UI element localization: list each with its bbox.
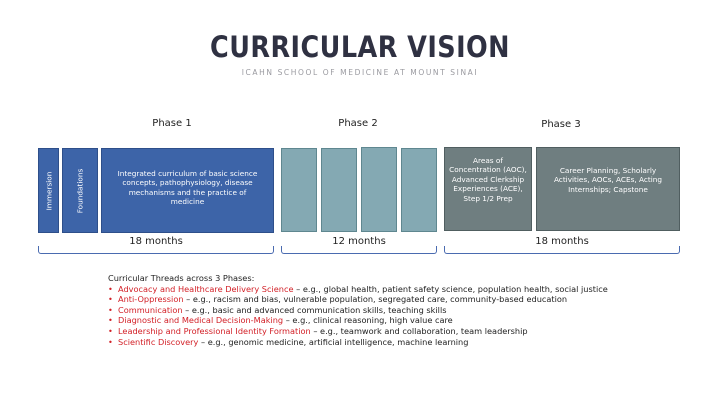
- phase-2-block: [401, 148, 437, 232]
- integrated-curriculum-block: Integrated curriculum of basic science c…: [101, 148, 274, 233]
- thread-name: Anti-Oppression: [118, 294, 184, 305]
- career-planning-block: Career Planning, Scholarly Activities, A…: [536, 147, 680, 231]
- thread-name: Leadership and Professional Identity For…: [118, 325, 311, 336]
- thread-item: Anti-Oppression – e.g., racism and bias,…: [108, 294, 608, 305]
- thread-desc: – e.g., basic and advanced communication…: [182, 304, 447, 315]
- phase-1-label: Phase 1: [152, 118, 192, 129]
- integrated-curriculum-label: Integrated curriculum of basic science c…: [117, 169, 258, 207]
- thread-desc: – e.g., teamwork and collaboration, team…: [310, 325, 528, 336]
- page-title: CURRICULAR VISION: [210, 30, 510, 64]
- thread-desc: – e.g., racism and bias, vulnerable popu…: [183, 294, 568, 305]
- phase-1-bracket: [38, 246, 274, 254]
- thread-item: Diagnostic and Medical Decision-Making –…: [108, 315, 608, 326]
- foundations-block: Foundations: [62, 148, 98, 233]
- phase-2-block: [321, 148, 357, 232]
- phase-3-duration: 18 months: [535, 236, 589, 247]
- thread-desc: – e.g., global health, patient safety sc…: [293, 283, 608, 294]
- thread-name: Diagnostic and Medical Decision-Making: [118, 315, 284, 326]
- thread-item: Leadership and Professional Identity For…: [108, 326, 608, 337]
- thread-item: Communication – e.g., basic and advanced…: [108, 305, 608, 316]
- phase-2-duration: 12 months: [332, 236, 386, 247]
- curricular-threads: Curricular Threads across 3 Phases: Advo…: [108, 273, 608, 347]
- career-planning-label: Career Planning, Scholarly Activities, A…: [553, 166, 663, 194]
- thread-desc: – e.g., clinical reasoning, high value c…: [283, 315, 453, 326]
- threads-heading: Curricular Threads across 3 Phases:: [108, 273, 255, 283]
- thread-desc: – e.g., genomic medicine, artificial int…: [198, 336, 469, 347]
- phase-3-bracket: [444, 246, 680, 254]
- thread-item: Advocacy and Healthcare Delivery Science…: [108, 284, 608, 295]
- phase-2-block: [281, 148, 317, 232]
- thread-name: Advocacy and Healthcare Delivery Science: [118, 283, 294, 294]
- thread-item: Scientific Discovery – e.g., genomic med…: [108, 337, 608, 348]
- phase-2-bracket: [281, 246, 437, 254]
- foundations-label: Foundations: [75, 168, 85, 213]
- phase-2-block: [361, 147, 397, 232]
- phase-2-label: Phase 2: [338, 118, 378, 129]
- thread-name: Communication: [118, 304, 183, 315]
- page-subtitle: ICAHN SCHOOL OF MEDICINE AT MOUNT SINAI: [241, 68, 479, 77]
- immersion-label: Immersion: [43, 171, 53, 210]
- thread-name: Scientific Discovery: [118, 336, 199, 347]
- immersion-block: Immersion: [38, 148, 59, 233]
- aoc-ace-label: Areas of Concentration (AOC), Advanced C…: [449, 156, 527, 203]
- aoc-ace-block: Areas of Concentration (AOC), Advanced C…: [444, 147, 532, 231]
- phase-1-duration: 18 months: [129, 236, 183, 247]
- phase-3-label: Phase 3: [541, 119, 581, 130]
